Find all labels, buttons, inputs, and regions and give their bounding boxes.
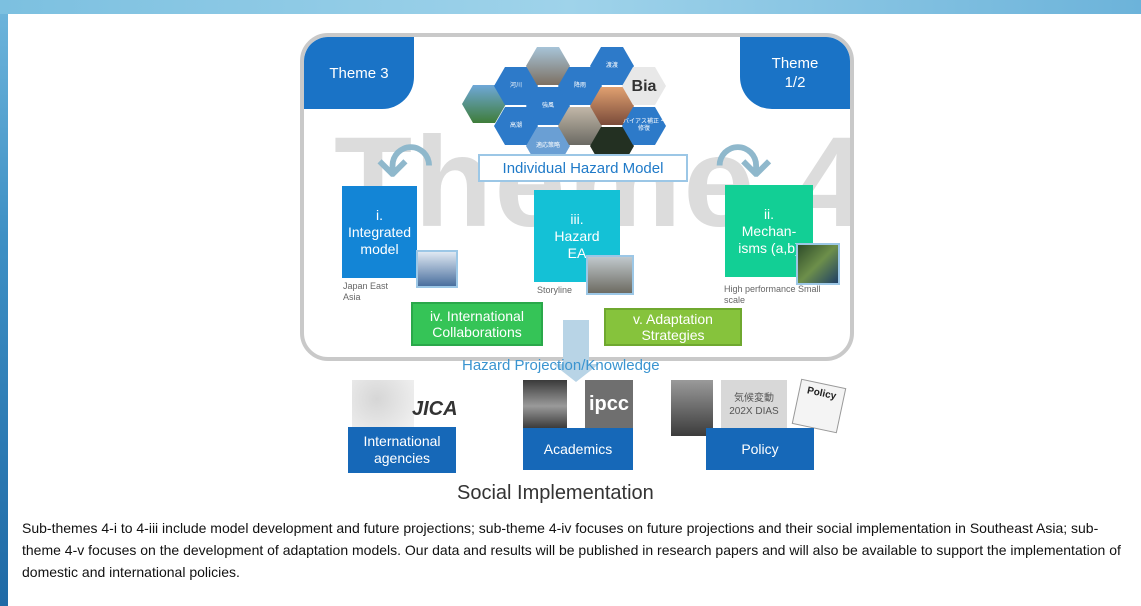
hex-rain-label: 降雨 <box>573 82 586 89</box>
down-arrow-icon <box>553 364 599 382</box>
jica-logo: JICA <box>412 398 458 420</box>
ipcc-logo: ipcc <box>585 380 633 428</box>
hex-adaptation-label: 適応策略 <box>535 142 560 149</box>
asia-map-image <box>352 380 414 428</box>
theme-3-tab: Theme 3 <box>304 37 414 109</box>
social-implementation-title: Social Implementation <box>457 482 654 504</box>
hex-river-label: 河川 <box>509 82 522 89</box>
description-paragraph: Sub-themes 4-i to 4-iii include model de… <box>22 520 1121 580</box>
policy-box: Policy <box>706 428 814 470</box>
sub-theme-v-box: v. Adaptation Strategies <box>604 308 742 346</box>
theme-1-2-tab: Theme 1/2 <box>740 37 850 109</box>
hex-surge-label: 高潮 <box>509 122 522 129</box>
international-agencies-label: International agencies <box>363 433 441 466</box>
sub-theme-ii-label: ii. Mechan-isms (a,b) <box>738 205 800 256</box>
dias-report-text: 気候変動 202X DIAS <box>729 393 779 417</box>
policy-report-image <box>671 380 713 436</box>
sub-theme-iii-box: iii. Hazard EA <box>534 190 620 282</box>
sub-theme-iii-note: Storyline <box>537 285 573 295</box>
sub-theme-i-box: i. Integrated model <box>342 186 417 278</box>
hex-wind-label: 強風 <box>541 102 554 109</box>
international-agencies-box: International agencies <box>348 427 456 473</box>
sub-theme-i-note: Japan East Asia <box>343 281 389 302</box>
academics-box: Academics <box>523 428 633 470</box>
sub-theme-iii-label: iii. Hazard EA <box>554 210 600 261</box>
integrated-model-thumbnail <box>416 250 458 288</box>
sub-theme-iv-box: iv. International Collaborations <box>411 302 543 346</box>
policy-document-icon: Policy <box>791 378 847 434</box>
ipcc-logo-text: ipcc <box>588 392 630 415</box>
hex-bias-text: Bia <box>631 77 657 95</box>
hex-bias-correction-label: バイアス補正・修復 <box>622 119 665 132</box>
policy-icon-label: Policy <box>806 385 838 403</box>
hazard-projection-label: Hazard Projection/Knowledge <box>462 357 660 374</box>
individual-hazard-model-box: Individual Hazard Model <box>478 154 688 182</box>
academic-book-image <box>523 380 567 432</box>
mechanisms-thumbnail <box>796 243 840 285</box>
theme-1-2-label: Theme 1/2 <box>771 55 819 91</box>
sub-theme-i-label: i. Integrated model <box>347 206 412 257</box>
dias-report: 気候変動 202X DIAS <box>721 380 787 430</box>
hazard-ea-thumbnail <box>586 255 634 295</box>
top-background-strip <box>0 0 1141 14</box>
sub-theme-ii-note: High performance Small scale <box>724 284 821 305</box>
down-arrow-shaft <box>563 320 589 366</box>
hex-waves-label: 渡渡 <box>605 62 618 69</box>
